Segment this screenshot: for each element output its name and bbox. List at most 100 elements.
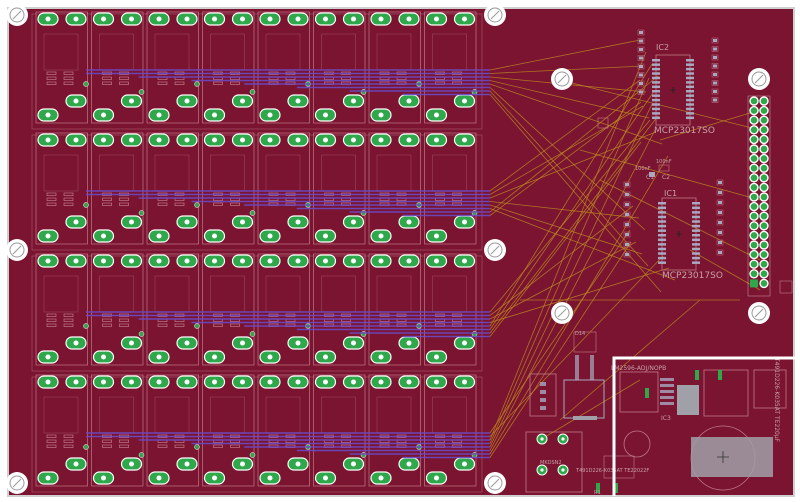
pad-drill-hole: [406, 98, 412, 104]
smd-pad: [102, 318, 112, 322]
silkscreen-labels: IC2 MCP23017SO IC1 MCP23017SO C1 100nF C…: [540, 43, 780, 496]
smd-pad: [230, 202, 240, 206]
capacitor-label: T491D226-K035AT TE22022F: [575, 468, 649, 474]
header-pin: [749, 134, 759, 145]
resistor-outline: [637, 80, 645, 87]
ic-pin: [652, 63, 660, 66]
smd-pad: [46, 71, 57, 75]
resistor: [637, 89, 645, 95]
ic-pin: [686, 81, 694, 84]
pad-drill-hole: [267, 16, 273, 22]
via: [194, 323, 200, 329]
ic-pin: [692, 247, 700, 251]
resistor-outline: [623, 201, 631, 208]
header-pin: [749, 240, 759, 250]
mounting-hole-mark: [754, 308, 764, 318]
pad-drill-hole: [323, 137, 328, 143]
ic-pin: [658, 247, 666, 251]
signal-trace: [539, 379, 641, 441]
resistor-pad: [639, 31, 643, 34]
smd-pad: [63, 444, 74, 448]
pad-drill-hole: [378, 16, 384, 22]
pad-drill-hole: [323, 112, 328, 118]
signal-trace: [489, 205, 634, 316]
pad-drill-hole: [129, 98, 134, 104]
resistor-outline: [711, 88, 719, 95]
header-pin: [759, 249, 769, 260]
resistor-pad: [718, 251, 722, 254]
ic1-value: MCP23017SO: [662, 271, 723, 281]
relay-row-outline: [31, 13, 483, 130]
resistor-pad: [639, 73, 643, 77]
header-pin: [749, 163, 759, 173]
relay-channel: [91, 11, 145, 124]
pad-drill-hole: [240, 219, 245, 225]
mounting-hole-ring: [9, 242, 25, 258]
header-pin: [759, 211, 769, 221]
pad-drill-hole: [434, 258, 439, 264]
header-pin: [749, 115, 759, 125]
smd-pad: [174, 323, 185, 327]
header-pin: [759, 134, 769, 145]
pad-drill-hole: [267, 112, 273, 118]
pad-drill-hole: [184, 461, 190, 467]
relay-outline: [257, 253, 310, 366]
smd-pad: [157, 202, 168, 206]
pad-drill-hole: [212, 16, 217, 22]
signal-trace: [489, 229, 631, 434]
relay-body-silk: [43, 154, 79, 192]
connector-pin: [540, 382, 546, 386]
relay-channel: [91, 132, 145, 245]
smd-component: [597, 117, 609, 129]
ic-pin: [692, 224, 700, 228]
relay-channel: [91, 253, 145, 366]
ic-pin: [652, 76, 660, 80]
pad-drill-hole: [462, 258, 467, 264]
resistor-outline: [711, 71, 719, 78]
pad-drill-hole: [267, 233, 273, 239]
resistor-outline: [716, 249, 724, 256]
pad-drill-hole: [378, 112, 384, 118]
relay-outline: [91, 374, 144, 487]
smd-pad: [174, 202, 185, 206]
ic1-mcp23017: [658, 197, 700, 271]
header-pin: [759, 153, 769, 164]
ic-pin: [652, 59, 660, 62]
pad-drill-hole: [295, 219, 301, 225]
pad-drill-hole: [434, 137, 439, 143]
resistor-outline: [716, 229, 724, 236]
pad-drill-hole: [45, 379, 51, 385]
origin-cross: [670, 87, 676, 93]
pad-drill-hole: [267, 475, 273, 481]
resistor-outline: [711, 46, 719, 52]
pad-drill-hole: [184, 98, 190, 104]
pad-drill-hole: [406, 461, 412, 467]
resistor-pad: [639, 48, 643, 51]
resistor: [711, 54, 719, 61]
pad-drill-hole: [240, 379, 245, 385]
pad-drill-hole: [434, 354, 439, 360]
resistor-pad: [625, 213, 629, 216]
smd-pad: [63, 313, 74, 317]
pad-drill-hole: [323, 16, 328, 22]
pad-drill-hole: [45, 233, 51, 239]
resistor-outline: [637, 46, 645, 53]
regulator-outline: [619, 371, 659, 413]
signal-trace: [489, 83, 663, 145]
resistor-outline: [716, 179, 724, 186]
pad-drill-hole: [101, 112, 106, 118]
resistor-pad: [718, 191, 722, 194]
resistor-pad: [713, 47, 717, 51]
relay-outline: [368, 11, 421, 124]
resistor-outline: [623, 251, 631, 258]
smd-pad: [102, 444, 112, 448]
resistor-outline: [637, 29, 645, 36]
pad-drill-hole: [462, 137, 467, 143]
mounting-hole-mark: [12, 10, 22, 20]
header-pin: [759, 221, 769, 231]
relay-channel: [35, 253, 89, 366]
smd-pad: [119, 202, 129, 206]
pad-drill-hole: [212, 258, 217, 264]
smd-pad: [174, 444, 185, 448]
